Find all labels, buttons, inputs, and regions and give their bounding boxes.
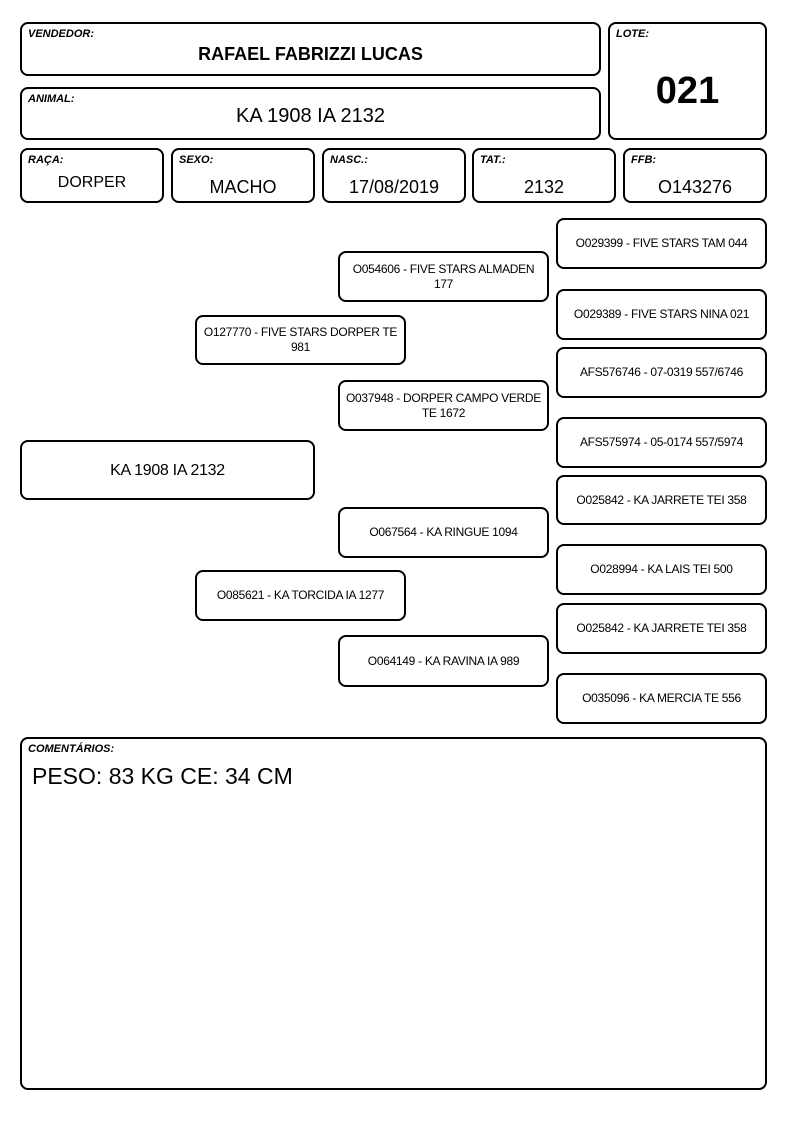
pedigree-dam-sire-text: O067564 - KA RINGUE 1094	[369, 525, 518, 539]
pedigree-sire-dam-text: O037948 - DORPER CAMPO VERDE TE 1672	[346, 390, 541, 420]
ffb-value: O143276	[657, 177, 733, 197]
pedigree-ggp-1: O029399 - FIVE STARS TAM 044	[556, 218, 767, 269]
pedigree-ggp-5-text: O025842 - KA JARRETE TEI 358	[576, 492, 747, 507]
raca-value: DORPER	[57, 174, 127, 191]
ffb-label: FFB:	[631, 154, 657, 166]
ffb-box: FFB: O143276	[623, 148, 767, 203]
tat-box: TAT.: 2132	[472, 148, 616, 203]
pedigree-ggp-5: O025842 - KA JARRETE TEI 358	[556, 475, 767, 525]
lote-box: LOTE: 021	[608, 22, 767, 140]
animal-box: ANIMAL: KA 1908 IA 2132	[20, 87, 601, 140]
pedigree-ggp-8: O035096 - KA MERCIA TE 556	[556, 673, 767, 724]
vendedor-box: VENDEDOR: RAFAEL FABRIZZI LUCAS	[20, 22, 601, 76]
pedigree-ggp-2-text: O029389 - FIVE STARS NINA 021	[573, 307, 750, 321]
pedigree-sire-sire-text: O054606 - FIVE STARS ALMADEN 177	[352, 261, 535, 291]
pedigree-ggp-7-text: O025842 - KA JARRETE TEI 358	[576, 621, 747, 635]
pedigree-ggp-4-text: AFS575974 - 05-0174 557/5974	[579, 435, 744, 449]
pedigree-ggp-3-text: AFS576746 - 07-0319 557/6746	[579, 365, 744, 379]
pedigree-ggp-7: O025842 - KA JARRETE TEI 358	[556, 603, 767, 654]
raca-label: RAÇA:	[28, 154, 64, 166]
pedigree-animal: KA 1908 IA 2132	[20, 440, 315, 500]
nasc-label: NASC.:	[330, 154, 368, 166]
pedigree-ggp-2: O029389 - FIVE STARS NINA 021	[556, 289, 767, 340]
pedigree-animal-text: KA 1908 IA 2132	[110, 461, 225, 479]
pedigree-sire-sire: O054606 - FIVE STARS ALMADEN 177	[338, 251, 549, 302]
animal-value: KA 1908 IA 2132	[235, 105, 386, 127]
comments-label: COMENTÁRIOS:	[28, 743, 115, 755]
pedigree-dam: O085621 - KA TORCIDA IA 1277	[195, 570, 406, 621]
tat-label: TAT.:	[480, 154, 506, 166]
pedigree-ggp-6-text: O028994 - KA LAIS TEI 500	[590, 562, 733, 576]
pedigree-dam-dam: O064149 - KA RAVINA IA 989	[338, 635, 549, 687]
nasc-value: 17/08/2019	[348, 177, 440, 197]
comments-box: COMENTÁRIOS: PESO: 83 KG CE: 34 CM	[20, 737, 767, 1090]
pedigree-sire-dam: O037948 - DORPER CAMPO VERDE TE 1672	[338, 380, 549, 431]
pedigree-ggp-4: AFS575974 - 05-0174 557/5974	[556, 417, 767, 468]
lote-value: 021	[655, 70, 720, 112]
lote-label: LOTE:	[616, 28, 649, 40]
pedigree-ggp-6: O028994 - KA LAIS TEI 500	[556, 544, 767, 595]
vendedor-label: VENDEDOR:	[28, 28, 95, 40]
sexo-value: MACHO	[209, 177, 277, 197]
vendedor-value: RAFAEL FABRIZZI LUCAS	[198, 44, 423, 64]
pedigree-ggp-3: AFS576746 - 07-0319 557/6746	[556, 347, 767, 398]
pedigree-dam-sire: O067564 - KA RINGUE 1094	[338, 507, 549, 558]
sexo-box: SEXO: MACHO	[171, 148, 315, 203]
pedigree-dam-dam-text: O064149 - KA RAVINA IA 989	[367, 653, 520, 668]
comments-value: PESO: 83 KG CE: 34 CM	[32, 763, 293, 789]
tat-value: 2132	[523, 177, 565, 197]
pedigree-ggp-1-text: O029399 - FIVE STARS TAM 044	[575, 236, 748, 250]
pedigree-sire: O127770 - FIVE STARS DORPER TE 981	[195, 315, 406, 365]
pedigree-ggp-8-text: O035096 - KA MERCIA TE 556	[582, 691, 741, 705]
sexo-label: SEXO:	[179, 154, 214, 166]
pedigree-dam-text: O085621 - KA TORCIDA IA 1277	[216, 588, 385, 602]
pedigree-sire-text: O127770 - FIVE STARS DORPER TE 981	[203, 325, 398, 354]
nasc-box: NASC.: 17/08/2019	[322, 148, 466, 203]
animal-label: ANIMAL:	[28, 93, 75, 105]
raca-box: RAÇA: DORPER	[20, 148, 164, 203]
